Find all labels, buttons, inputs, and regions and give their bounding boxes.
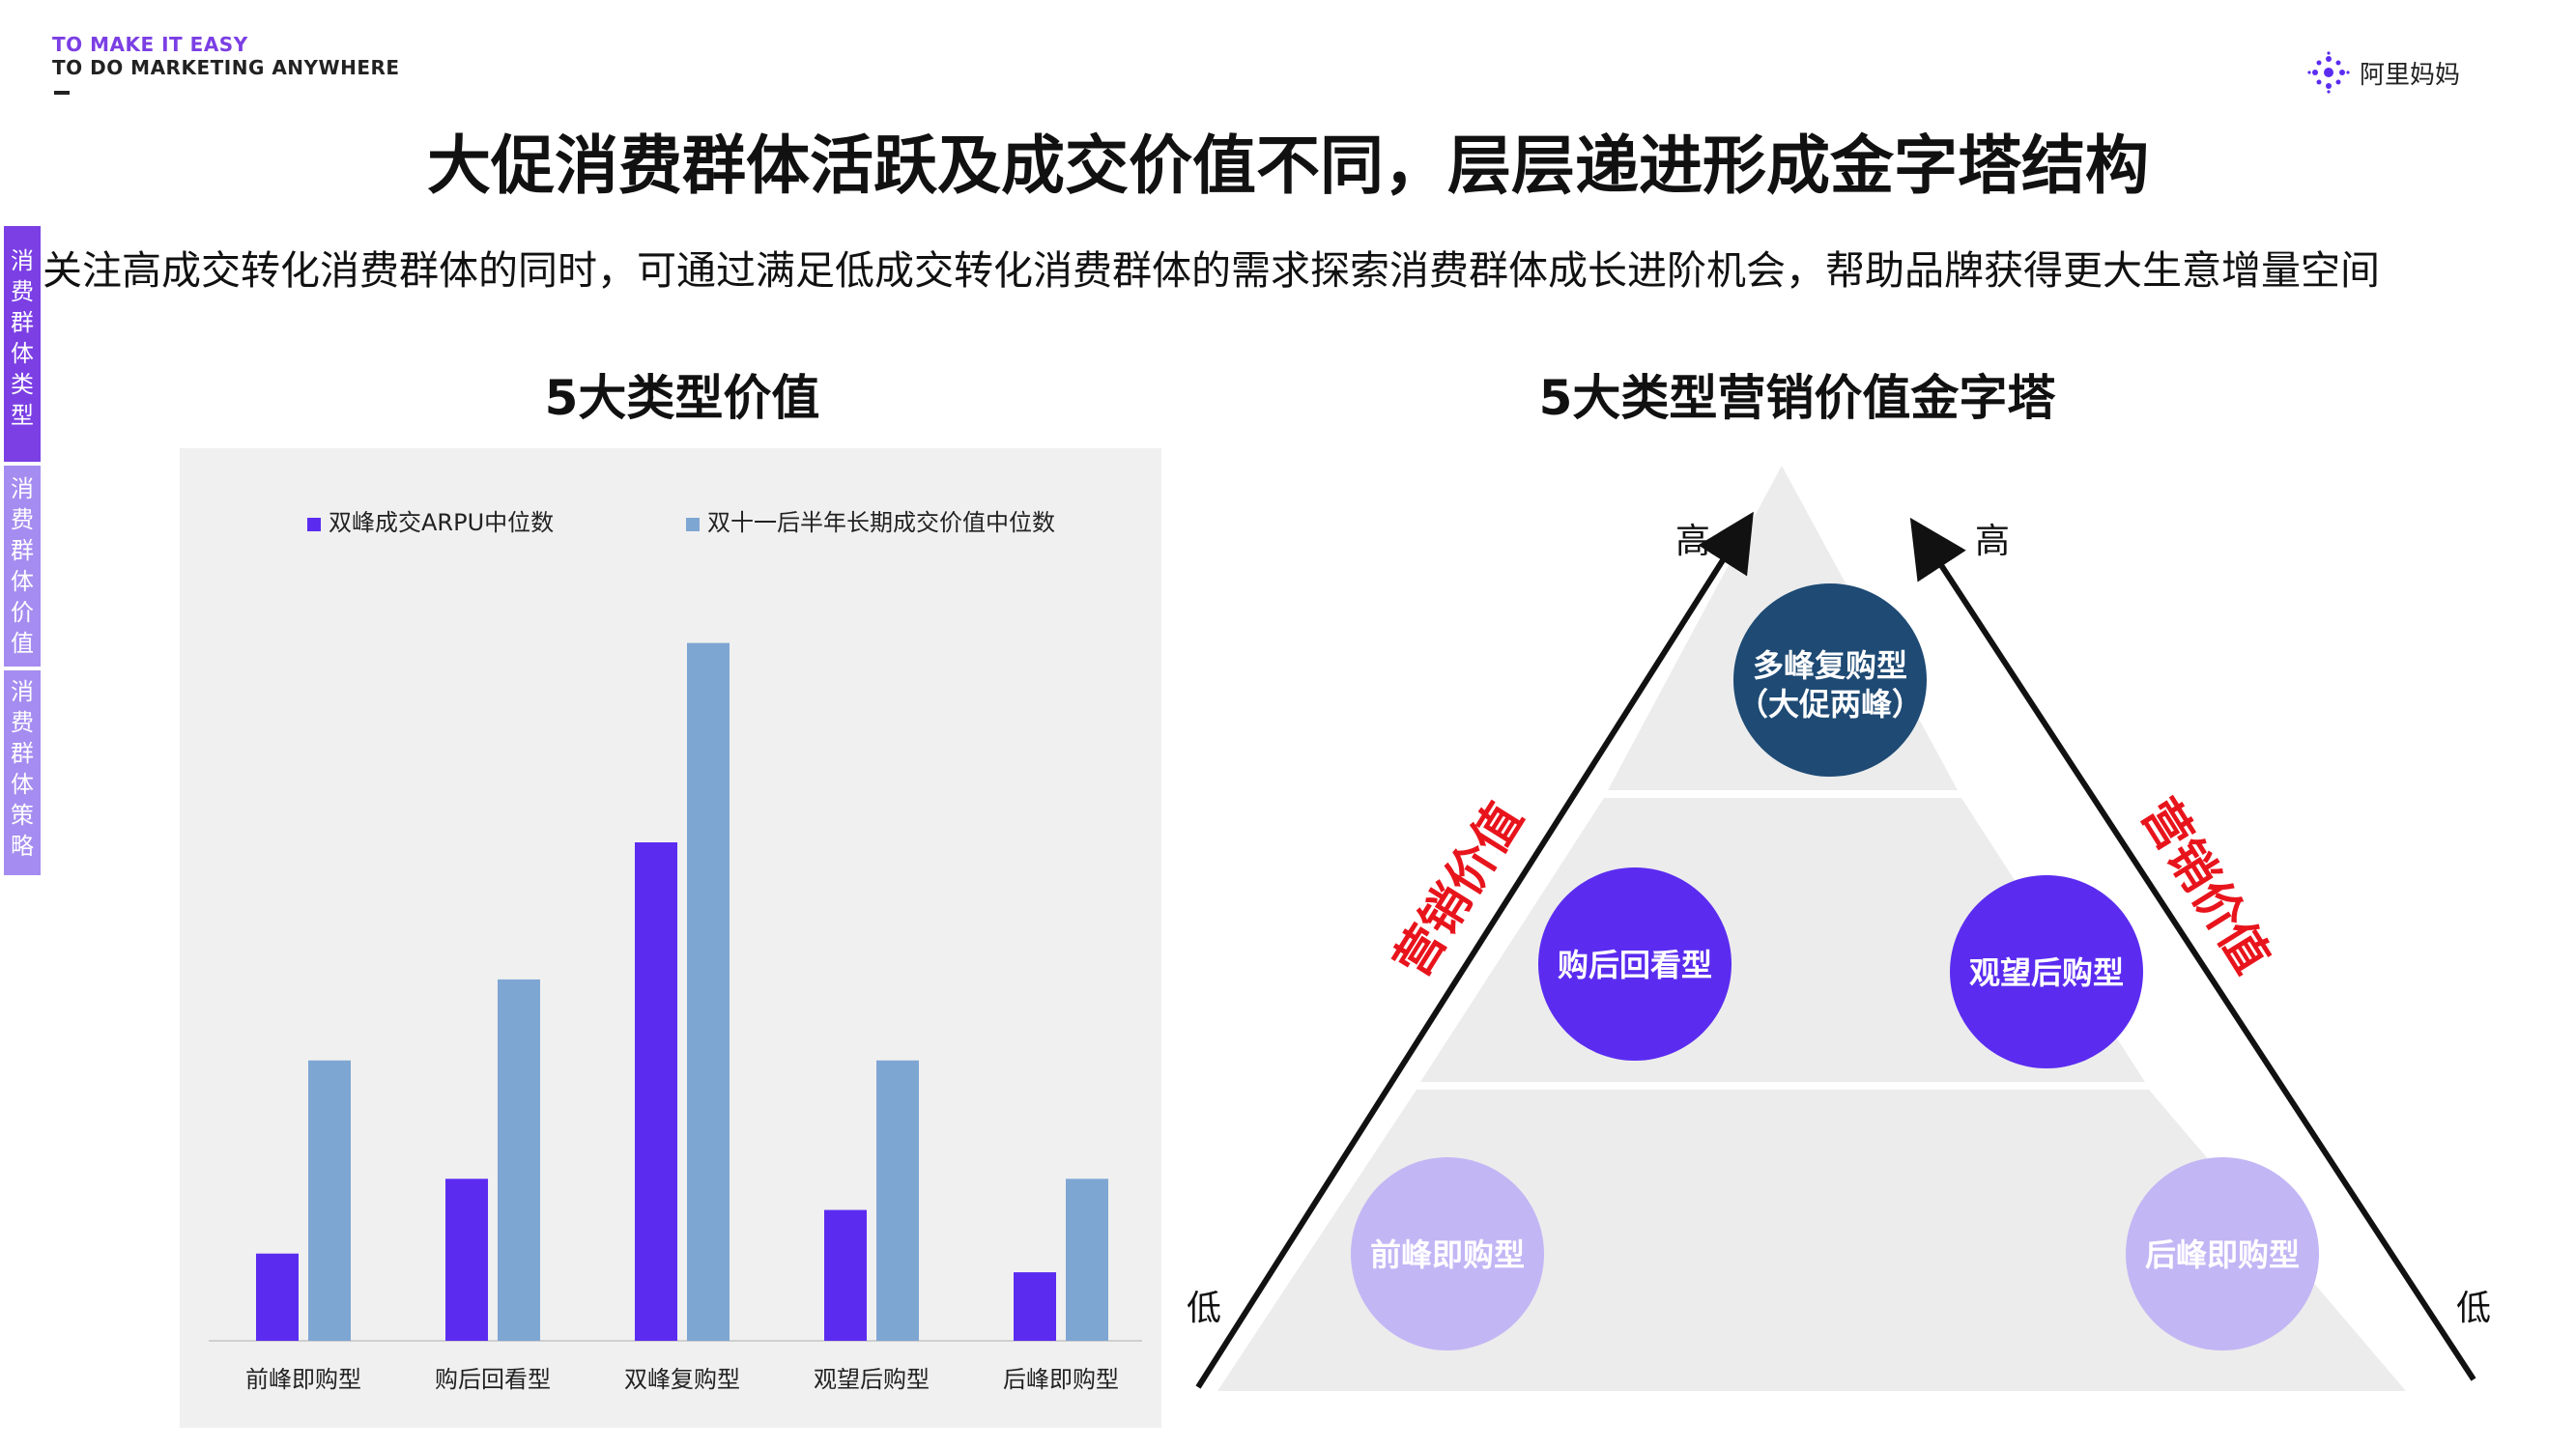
alimama-logo-icon xyxy=(2307,51,2350,94)
bar-series-1-2 xyxy=(445,1179,488,1341)
side-tab-group-value[interactable]: 消费群体价值 xyxy=(4,466,41,667)
label-late-peak-buy: 后峰即购型 xyxy=(2145,1236,2300,1273)
bar-series-2-3 xyxy=(687,642,730,1341)
left-low-label: 低 xyxy=(1187,1289,1221,1328)
legend-label-series-2: 双十一后半年长期成交价值中位数 xyxy=(707,509,1055,536)
legend-swatch-series-2 xyxy=(686,518,700,531)
pyramid-title: 5大类型营销价值金字塔 xyxy=(1538,370,2056,426)
left-value-arrow xyxy=(1195,511,1754,1389)
bar-series-2-5 xyxy=(1066,1179,1108,1341)
bar-series-1-3 xyxy=(635,842,677,1341)
circle-post-purchase-revisit xyxy=(1538,867,1732,1061)
x-tick-label: 后峰即购型 xyxy=(1003,1366,1119,1393)
x-tick-label: 前峰即购型 xyxy=(245,1366,361,1393)
x-tick-label: 双峰复购型 xyxy=(624,1366,740,1393)
circle-late-peak-buy xyxy=(2126,1157,2319,1350)
marketing-value-pyramid: 高 高 低 低 营销价值 营销价值 多峰复购型 （大促两峰） 购后回看型 观望后… xyxy=(1187,466,2491,1391)
bar-series-2-4 xyxy=(876,1060,919,1341)
side-tab-group-strategy[interactable]: 消费群体策略 xyxy=(4,670,41,875)
brand-divider xyxy=(54,91,70,95)
legend-label-series-1: 双峰成交ARPU中位数 xyxy=(329,509,554,536)
label-multi-peak-repurchase: 多峰复购型 xyxy=(1753,647,1907,684)
right-low-label: 低 xyxy=(2456,1289,2491,1328)
right-high-label: 高 xyxy=(1975,522,2010,561)
brand-tagline-2: TO DO MARKETING ANYWHERE xyxy=(52,56,400,79)
bar-series-1-1 xyxy=(256,1253,299,1341)
right-value-arrow xyxy=(1909,517,2476,1381)
page-title: 大促消费群体活跃及成交价值不同，层层递进形成金字塔结构 xyxy=(427,128,2149,203)
logo-text: 阿里妈妈 xyxy=(2360,60,2461,90)
legend-swatch-series-1 xyxy=(307,518,321,531)
side-tab-group-type[interactable]: 消费群体类型 xyxy=(4,226,41,462)
bar-chart: 双峰成交ARPU中位数 双十一后半年长期成交价值中位数 前峰即购型 购后回看型 双峰… xyxy=(209,509,1142,1393)
brand-tagline-1: TO MAKE IT EASY xyxy=(52,33,248,56)
left-high-label: 高 xyxy=(1675,522,1710,561)
bar-series-1-4 xyxy=(824,1209,867,1341)
logo: 阿里妈妈 xyxy=(2307,50,2460,95)
circle-early-peak-buy xyxy=(1351,1157,1544,1350)
bar-series-2-1 xyxy=(308,1060,351,1341)
label-post-purchase-revisit: 购后回看型 xyxy=(1558,947,1712,983)
x-tick-label: 购后回看型 xyxy=(435,1366,551,1393)
page-subtitle: 关注高成交转化消费群体的同时，可通过满足低成交转化消费群体的需求探索消费群体成长… xyxy=(43,247,2380,294)
label-wait-then-buy: 观望后购型 xyxy=(1969,954,2124,991)
chart-title: 5大类型价值 xyxy=(544,370,820,426)
x-tick-label: 观望后购型 xyxy=(814,1366,930,1393)
label-multi-peak-repurchase-note: （大促两峰） xyxy=(1737,686,1923,723)
circle-multi-peak-repurchase xyxy=(1733,583,1927,777)
circle-wait-then-buy xyxy=(1950,875,2143,1068)
bar-series-2-2 xyxy=(498,979,540,1341)
label-early-peak-buy: 前峰即购型 xyxy=(1370,1236,1525,1273)
bar-series-1-5 xyxy=(1014,1272,1056,1341)
